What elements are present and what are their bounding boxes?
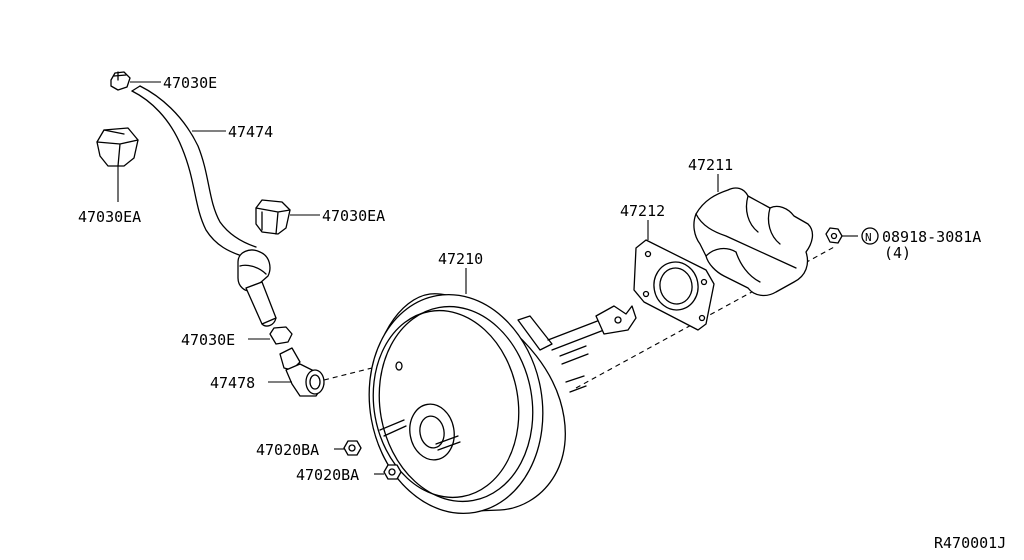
- label-bolt-qty: (4): [884, 244, 911, 262]
- gasket-part: [633, 239, 715, 331]
- notch-symbol: N: [865, 231, 872, 244]
- mount-nut-part: [825, 227, 843, 244]
- clip-lower-part: [269, 326, 293, 345]
- vacuum-hose-part: [131, 85, 257, 257]
- label-clip-lower: 47030E: [181, 331, 235, 349]
- notch-symbol-circle: [861, 227, 879, 245]
- clamp-right-part: [255, 199, 291, 235]
- nut-lower-part: [383, 464, 402, 480]
- check-valve-part: [279, 347, 325, 397]
- nut-upper-part: [343, 440, 362, 456]
- label-gasket: 47212: [620, 202, 665, 220]
- label-booster: 47210: [438, 250, 483, 268]
- label-clip-top: 47030E: [163, 74, 217, 92]
- insulator-part: [693, 187, 814, 297]
- clip-top-part: [110, 71, 131, 91]
- diagram-code: R470001J: [934, 534, 1006, 552]
- label-bolt-part: 08918-3081A: [882, 228, 981, 246]
- dash-valve-to-booster: [323, 367, 373, 381]
- label-clamp-right: 47030EA: [322, 207, 385, 225]
- clamp-left-part: [96, 127, 139, 167]
- label-insulator: 47211: [688, 156, 733, 174]
- brake-booster-part: [368, 293, 637, 515]
- label-nut-upper: 47020BA: [256, 441, 319, 459]
- label-clamp-left: 47030EA: [78, 208, 141, 226]
- label-nut-lower: 47020BA: [296, 466, 359, 484]
- hose-connector-part: [237, 249, 277, 327]
- label-hose: 47474: [228, 123, 273, 141]
- label-check-valve: 47478: [210, 374, 255, 392]
